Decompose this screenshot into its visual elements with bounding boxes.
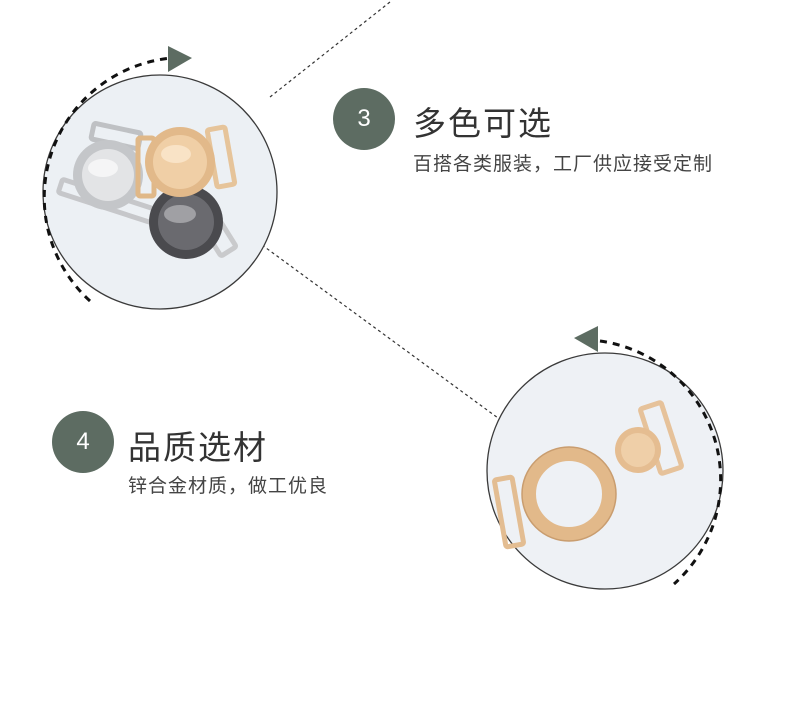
dashed-arc-arrow-icon: [42, 46, 192, 303]
feature-description: 锌合金材质，做工优良: [128, 475, 329, 497]
connector-line-diagonal: [261, 244, 499, 419]
gunmetal-buckle: [149, 182, 238, 259]
feature-description: 百搭各类服装，工厂供应接受定制: [413, 153, 714, 175]
feature-title: 品质选材: [128, 428, 268, 467]
silver-buckle: [56, 121, 158, 225]
feature-title: 多色可选: [413, 104, 553, 143]
connector-line-top: [269, 1, 391, 98]
product-image-bottom: [486, 352, 724, 590]
feature-number-badge: 3: [333, 88, 395, 150]
product-image-top: [42, 74, 278, 310]
gold-buckle: [135, 124, 238, 199]
gold-round-buckle: [492, 400, 684, 550]
dashed-arc-arrow-icon: [574, 326, 723, 586]
feature-number-badge: 4: [52, 411, 114, 473]
